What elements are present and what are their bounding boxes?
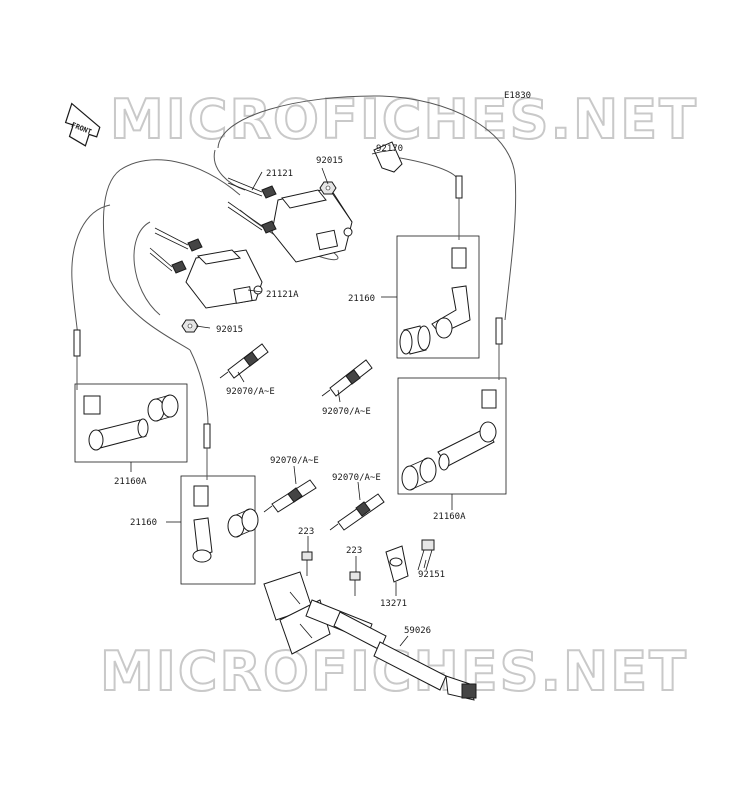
spark-plug-cap-21160A-left bbox=[83, 394, 179, 451]
label-59026: 59026 bbox=[404, 626, 431, 636]
label-21121A: 21121A bbox=[266, 290, 299, 300]
spark-plug-cap-21160A-right bbox=[401, 389, 497, 491]
spark-plug-92070-center bbox=[263, 479, 317, 513]
label-92015-mid: 92015 bbox=[216, 325, 243, 335]
spark-plug-cap-21160-right bbox=[399, 247, 471, 355]
wiring-harness-59026 bbox=[263, 571, 477, 701]
label-92015-top: 92015 bbox=[316, 156, 343, 166]
label-92070-mid: 92070/A~E bbox=[322, 407, 371, 417]
cable-ends bbox=[73, 175, 503, 480]
front-arrow-icon: FRONT bbox=[64, 102, 101, 147]
label-223-b: 223 bbox=[346, 546, 362, 556]
bolt-223-b bbox=[349, 571, 361, 596]
spark-plug-92070-mid bbox=[321, 359, 373, 397]
label-21160-bottom: 21160 bbox=[130, 518, 157, 528]
spark-plug-92070-right bbox=[329, 493, 385, 531]
label-13271: 13271 bbox=[380, 599, 407, 609]
diagram-code: E1830 bbox=[504, 91, 531, 101]
label-21160A-right: 21160A bbox=[433, 512, 466, 522]
nut-92015-mid bbox=[181, 319, 199, 333]
ignition-coil-21121 bbox=[227, 177, 353, 263]
bolt-92151 bbox=[417, 539, 435, 571]
label-92170: 92170 bbox=[376, 144, 403, 154]
box-21160-bottom bbox=[180, 475, 256, 585]
label-21160-right-top: 21160 bbox=[348, 294, 375, 304]
label-21160A-left: 21160A bbox=[114, 477, 147, 487]
label-92070-center: 92070/A~E bbox=[270, 456, 319, 466]
label-92151: 92151 bbox=[418, 570, 445, 580]
ignition-coil-21121A bbox=[149, 227, 263, 309]
clamp-92170 bbox=[373, 141, 403, 173]
label-92070-left: 92070/A~E bbox=[226, 387, 275, 397]
clamp-13271 bbox=[385, 545, 409, 583]
spark-plug-92070-left bbox=[219, 343, 269, 379]
leader-lines bbox=[130, 151, 453, 647]
nut-92015-top bbox=[319, 181, 337, 195]
label-92070-right: 92070/A~E bbox=[332, 473, 381, 483]
label-223-a: 223 bbox=[298, 527, 314, 537]
spark-plug-cap-21160-bottom bbox=[192, 485, 259, 563]
label-21121: 21121 bbox=[266, 169, 293, 179]
bolt-223-a bbox=[301, 551, 313, 576]
